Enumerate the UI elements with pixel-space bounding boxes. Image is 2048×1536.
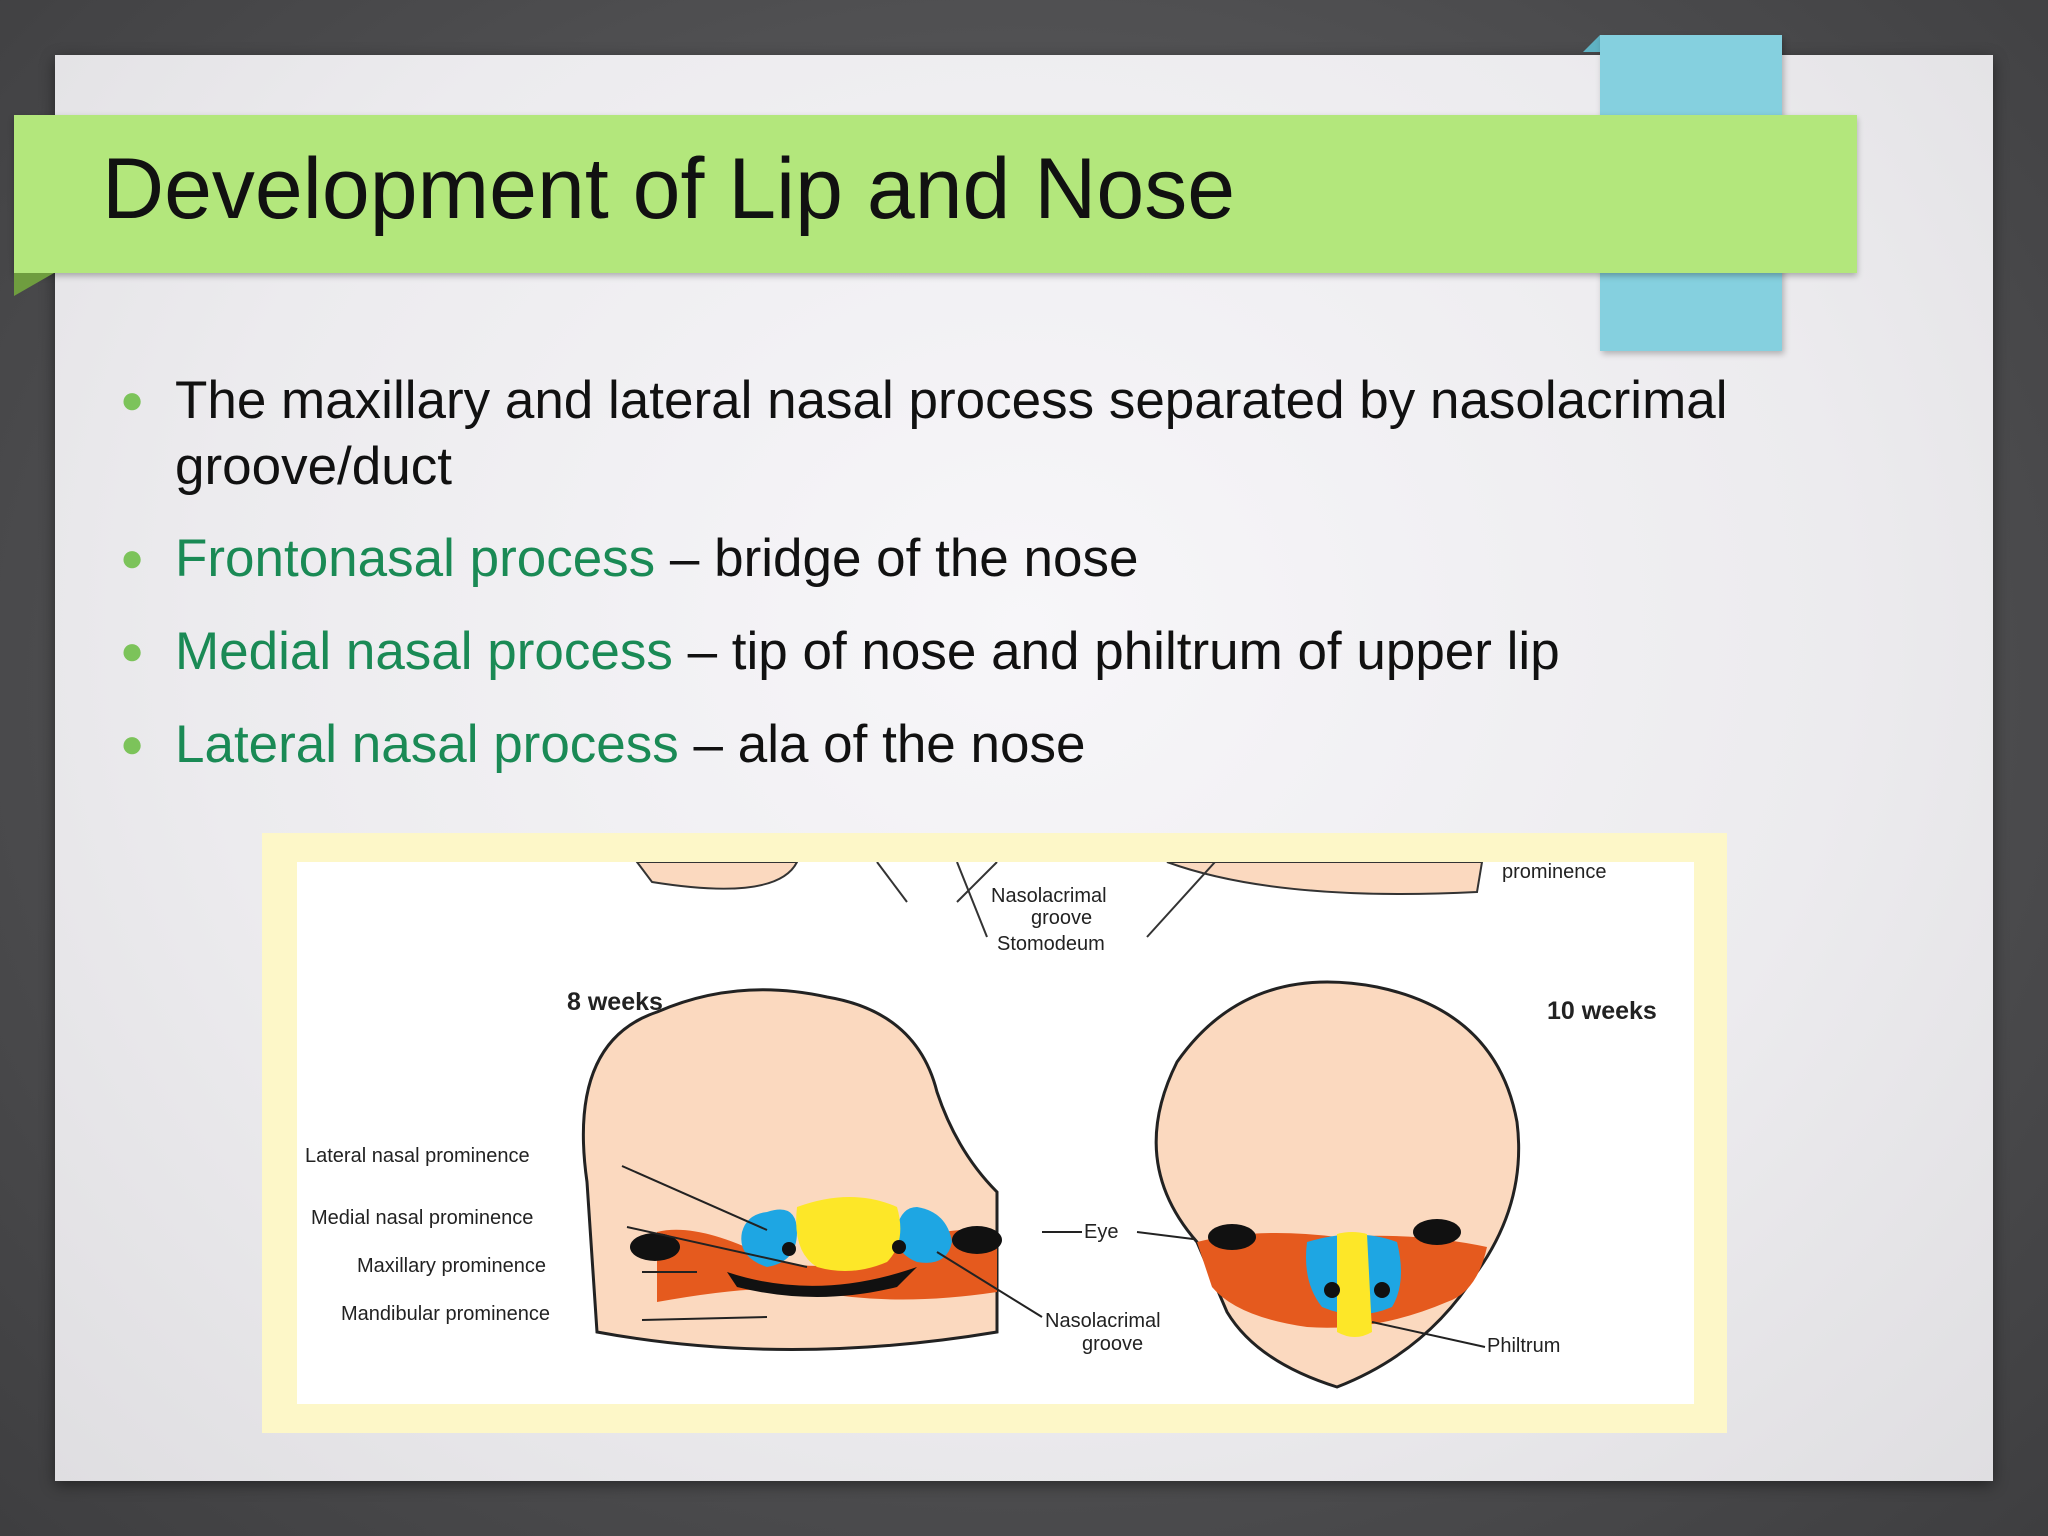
face-development-diagram: prominence Nasolacrimal groove Stomodeum…: [305, 862, 1657, 1389]
top-line: [876, 862, 908, 903]
top-skin-left: [635, 862, 799, 890]
label-groove-top: groove: [1031, 907, 1092, 929]
label-medial-nasal: Medial nasal prominence: [311, 1207, 533, 1229]
label-philtrum: Philtrum: [1487, 1335, 1560, 1357]
pointer-line: [1146, 862, 1216, 938]
bullet-term: Lateral nasal process: [175, 714, 679, 774]
bullet-term: Frontonasal process: [175, 529, 656, 589]
nostril-10-weeks: [1374, 1282, 1390, 1298]
bullet-item: ● Lateral nasal process – ala of the nos…: [120, 712, 1820, 778]
bullet-dot-icon: ●: [120, 629, 145, 674]
bullet-dot-icon: ●: [120, 721, 145, 766]
pointer-line: [1371, 1321, 1486, 1348]
bullet-item: ● Medial nasal process – tip of nose and…: [120, 619, 1820, 685]
nostril-8-weeks: [782, 1242, 796, 1256]
label-lateral-nasal: Lateral nasal prominence: [305, 1145, 530, 1167]
eye-left-10-weeks: [1208, 1224, 1256, 1250]
bullet-term: Medial nasal process: [175, 622, 673, 682]
pointer-line: [621, 1165, 768, 1231]
label-nasolacrimal-bottom: Nasolacrimal: [1045, 1310, 1161, 1332]
pointer-line: [626, 1226, 808, 1268]
title-band-fold: [14, 273, 54, 296]
eye-right-10-weeks: [1413, 1219, 1461, 1245]
bullet-item: ● Frontonasal process – bridge of the no…: [120, 526, 1820, 592]
label-prominence-top: prominence: [1502, 862, 1607, 883]
label-8-weeks: 8 weeks: [567, 988, 663, 1016]
bullet-dot-icon: ●: [120, 536, 145, 581]
medial-nasal-10-weeks: [1337, 1232, 1372, 1337]
bullet-text: The maxillary and lateral nasal process …: [175, 371, 1728, 496]
label-stomodeum: Stomodeum: [997, 933, 1105, 955]
bullet-item: ● The maxillary and lateral nasal proces…: [120, 368, 1820, 499]
medial-nasal-8-weeks: [796, 1197, 901, 1271]
title-band: [14, 115, 1857, 273]
label-nasolacrimal-top: Nasolacrimal: [991, 885, 1107, 907]
label-groove-bottom: groove: [1082, 1333, 1143, 1355]
top-line: [956, 862, 998, 903]
label-maxillary: Maxillary prominence: [357, 1255, 546, 1277]
bullet-dot-icon: ●: [120, 378, 145, 422]
eye-left-8-weeks: [630, 1233, 680, 1261]
label-eye: Eye: [1084, 1221, 1118, 1243]
bullet-text: – ala of the nose: [678, 714, 1086, 774]
pointer-line: [641, 1316, 768, 1321]
pointer-line: [956, 862, 988, 938]
nostril-10-weeks: [1324, 1282, 1340, 1298]
eye-right-8-weeks: [952, 1226, 1002, 1254]
mouth-8-weeks: [727, 1267, 917, 1297]
bullet-text: – bridge of the nose: [655, 529, 1139, 589]
label-mandibular: Mandibular prominence: [341, 1303, 550, 1325]
accent-fold: [1583, 35, 1600, 52]
top-skin-right: [1166, 862, 1484, 895]
nostril-8-weeks: [892, 1240, 906, 1254]
lateral-nasal-right: [896, 1207, 952, 1263]
pointer-line: [936, 1251, 1043, 1318]
bullet-list: ● The maxillary and lateral nasal proces…: [120, 368, 1820, 805]
bullet-text: – tip of nose and philtrum of upper lip: [672, 622, 1560, 682]
face-development-figure: prominence Nasolacrimal groove Stomodeum…: [297, 862, 1694, 1404]
label-10-weeks: 10 weeks: [1547, 997, 1657, 1025]
slide-title: Development of Lip and Nose: [102, 141, 1236, 237]
